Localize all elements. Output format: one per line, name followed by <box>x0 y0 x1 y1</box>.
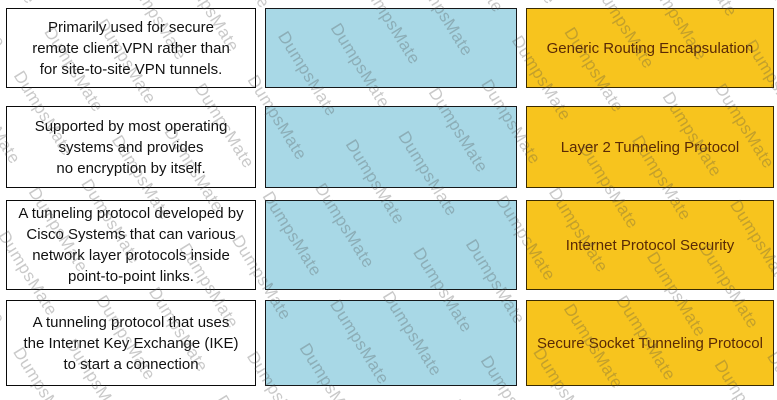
matching-row-2: Supported by most operating systems and … <box>6 106 774 188</box>
drop-zone-4[interactable] <box>265 300 517 386</box>
answer-tile-generic-routing-encapsulation[interactable]: Generic Routing Encapsulation <box>526 8 774 88</box>
description-box-4: A tunneling protocol that uses the Inter… <box>6 300 256 386</box>
answer-tile-secure-socket-tunneling-protocol[interactable]: Secure Socket Tunneling Protocol <box>526 300 774 386</box>
description-box-2: Supported by most operating systems and … <box>6 106 256 188</box>
answer-tile-internet-protocol-security[interactable]: Internet Protocol Security <box>526 200 774 290</box>
answer-tile-layer-2-tunneling-protocol[interactable]: Layer 2 Tunneling Protocol <box>526 106 774 188</box>
description-box-3: A tunneling protocol developed by Cisco … <box>6 200 256 290</box>
description-box-1: Primarily used for secure remote client … <box>6 8 256 88</box>
drop-zone-2[interactable] <box>265 106 517 188</box>
matching-row-3: A tunneling protocol developed by Cisco … <box>6 200 774 290</box>
matching-row-1: Primarily used for secure remote client … <box>6 8 774 88</box>
drop-zone-1[interactable] <box>265 8 517 88</box>
matching-row-4: A tunneling protocol that uses the Inter… <box>6 300 774 386</box>
drop-zone-3[interactable] <box>265 200 517 290</box>
matching-grid: Primarily used for secure remote client … <box>6 8 774 386</box>
